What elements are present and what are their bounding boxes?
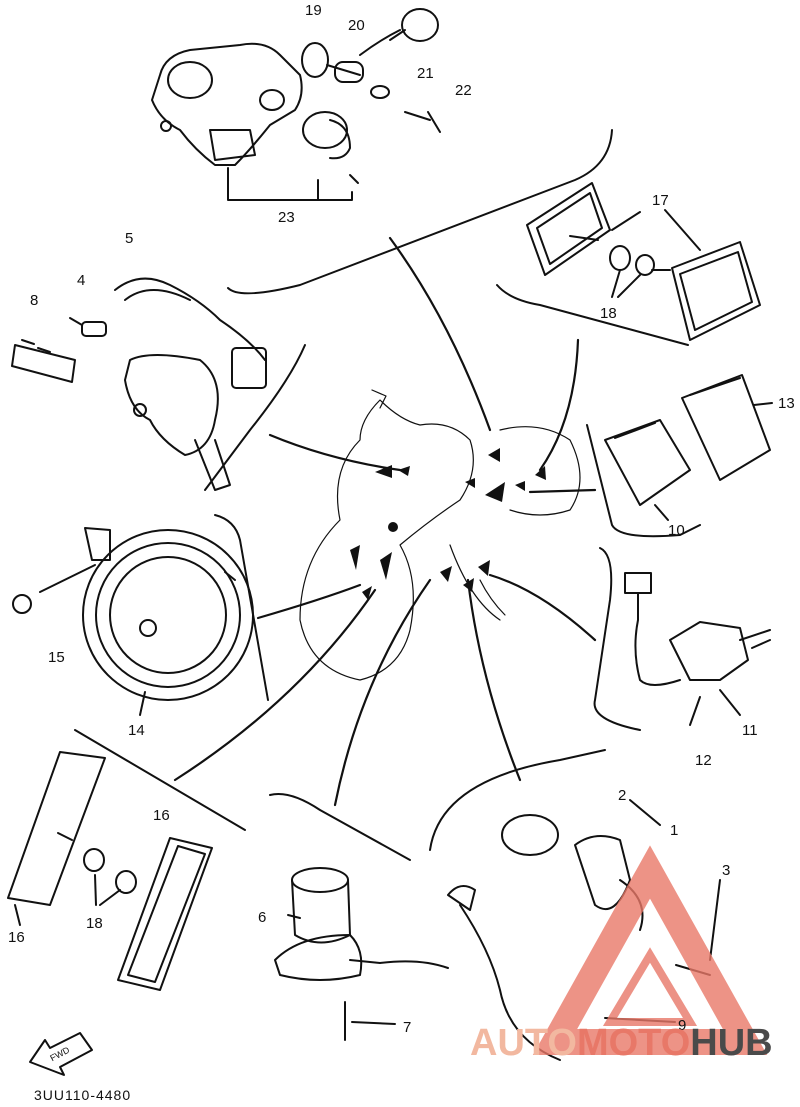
- watermark-part1: AUTO: [470, 1022, 577, 1064]
- rear-reflector-assembly: [526, 182, 761, 341]
- callout-15: 15: [48, 649, 65, 666]
- watermark-part2: MOTO: [576, 1022, 691, 1064]
- callout-18: 18: [600, 305, 617, 322]
- callout-22: 22: [455, 82, 472, 99]
- frame-arrows: [350, 448, 546, 600]
- speed-sensor-assembly: [151, 8, 441, 201]
- callout-2: 2: [618, 787, 626, 804]
- leader-wire: [388, 236, 492, 432]
- leader-wire: [466, 578, 522, 782]
- leader-wire: [538, 338, 580, 472]
- callout-16-left: 16: [8, 929, 25, 946]
- section-bracket-top: [227, 129, 613, 295]
- leader-wire: [256, 583, 362, 620]
- callout-11: 11: [742, 722, 758, 739]
- section-bracket-bottomright: [429, 749, 606, 851]
- flasher-unit: [274, 867, 449, 1041]
- leader-wire: [488, 573, 597, 642]
- callout-18-left: 18: [86, 915, 103, 932]
- callout-13: 13: [778, 395, 795, 412]
- section-bracket-bottomleft: [74, 729, 246, 831]
- drawing-code: 3UU110-4480: [34, 1087, 132, 1103]
- callout-10: 10: [668, 522, 685, 539]
- callout-16-right: 16: [153, 807, 170, 824]
- callout-3: 3: [722, 862, 730, 879]
- leader-wire: [268, 433, 402, 472]
- side-reflectors: [7, 751, 213, 991]
- section-bracket-relay: [586, 424, 701, 538]
- callout-5: 5: [125, 230, 133, 247]
- callout-7: 7: [403, 1019, 411, 1036]
- sidestand-switch: [624, 572, 771, 726]
- leader-wire: [333, 578, 432, 807]
- leader-wire: [528, 488, 597, 494]
- section-bracket-bottommid: [269, 793, 411, 861]
- callout-21: 21: [417, 65, 434, 82]
- watermark-part3: HUB: [690, 1022, 773, 1064]
- callout-20: 20: [348, 17, 365, 34]
- callout-8: 8: [30, 292, 38, 309]
- callout-23: 23: [278, 209, 295, 226]
- section-bracket-left: [204, 344, 306, 491]
- thermo-switch-assembly: [11, 277, 267, 491]
- section-bracket-horn: [214, 514, 269, 701]
- callout-19: 19: [305, 2, 322, 19]
- horn: [12, 527, 254, 716]
- callout-6: 6: [258, 909, 266, 926]
- leader-wire: [173, 588, 377, 782]
- frame-sketch: [299, 389, 581, 681]
- callout-9: 9: [678, 1017, 686, 1034]
- section-bracket-sidestand: [593, 547, 641, 731]
- watermark-text: AUTOMOTOHUB: [470, 1022, 773, 1065]
- fwd-arrow-icon: [29, 1032, 93, 1076]
- section-bracket-right-top: [496, 284, 689, 346]
- callout-17: 17: [652, 192, 669, 209]
- callout-12: 12: [695, 752, 712, 769]
- relay-assembly: [604, 374, 773, 521]
- callout-1: 1: [670, 822, 678, 839]
- watermark-logo: [532, 845, 768, 1055]
- watermark-logo-inner: [602, 947, 698, 1026]
- callout-4: 4: [77, 272, 85, 289]
- callout-14: 14: [128, 722, 145, 739]
